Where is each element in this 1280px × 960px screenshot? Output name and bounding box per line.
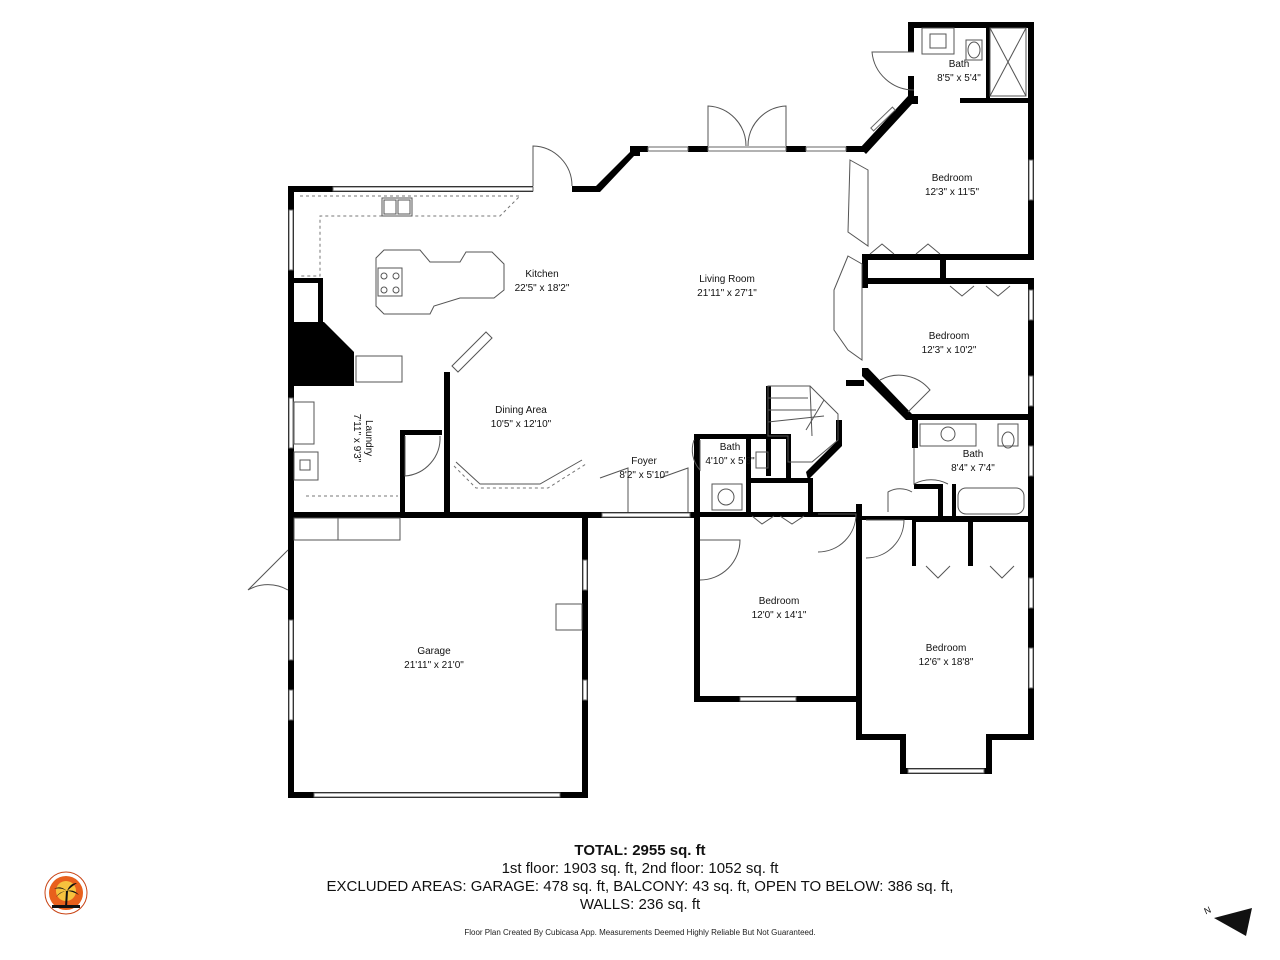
room-garage-name: Garage xyxy=(417,646,451,657)
room-living-dims: 21'11" x 27'1" xyxy=(697,288,757,299)
palm-tree-sunset-logo xyxy=(44,871,88,915)
room-bedroom-2-dims: 12'3" x 10'2" xyxy=(922,345,977,356)
room-kitchen-dims: 22'5" x 18'2" xyxy=(515,283,570,294)
windows xyxy=(288,106,1034,798)
room-bath-top-dims: 8'5" x 5'4" xyxy=(937,73,981,84)
room-bath-top-name: Bath xyxy=(949,59,970,70)
walls-area: WALLS: 236 sq. ft xyxy=(579,896,701,913)
room-labels: Kitchen 22'5" x 18'2" Living Room 21'11"… xyxy=(351,59,995,671)
excluded-areas: EXCLUDED AREAS: GARAGE: 478 sq. ft, BALC… xyxy=(326,878,954,895)
room-dining-dims: 10'5" x 12'10" xyxy=(491,419,552,430)
room-bedroom-4-name: Bedroom xyxy=(926,643,967,654)
room-bath-right-dims: 8'4" x 7'4" xyxy=(951,463,995,474)
area-summary: TOTAL: 2955 sq. ft 1st floor: 1903 sq. f… xyxy=(240,842,1040,914)
room-dining-name: Dining Area xyxy=(495,405,547,416)
room-foyer-name: Foyer xyxy=(631,456,657,467)
credit-line: Floor Plan Created By Cubicasa App. Meas… xyxy=(464,928,816,937)
fixtures xyxy=(293,27,1027,631)
walls xyxy=(288,22,1034,798)
room-bedroom-1-dims: 12'3" x 11'5" xyxy=(925,187,980,198)
room-bedroom-1-name: Bedroom xyxy=(932,173,973,184)
room-bath-small-dims: 4'10" x 5'6" xyxy=(705,456,755,467)
room-bedroom-3-name: Bedroom xyxy=(759,596,800,607)
room-laundry-name: Laundry xyxy=(363,420,374,456)
room-bedroom-2-name: Bedroom xyxy=(929,331,970,342)
room-garage-dims: 21'11" x 21'0" xyxy=(404,660,464,671)
compass-label: N xyxy=(1203,905,1213,917)
room-bath-small-name: Bath xyxy=(720,442,741,453)
room-bedroom-4-dims: 12'6" x 18'8" xyxy=(919,657,974,668)
room-bath-right-name: Bath xyxy=(963,449,984,460)
north-arrow-icon: N xyxy=(1203,905,1252,936)
room-laundry-dims: 7'11" x 9'3" xyxy=(351,414,362,463)
total-area: TOTAL: 2955 sq. ft xyxy=(574,842,706,859)
room-foyer-dims: 8'2" x 5'10" xyxy=(619,470,669,481)
floor-plan: Kitchen 22'5" x 18'2" Living Room 21'11"… xyxy=(247,22,1034,798)
room-bedroom-3-dims: 12'0" x 14'1" xyxy=(752,610,807,621)
room-living-name: Living Room xyxy=(699,274,755,285)
doors xyxy=(247,51,949,591)
room-kitchen-name: Kitchen xyxy=(525,269,558,280)
floor-areas: 1st floor: 1903 sq. ft, 2nd floor: 1052 … xyxy=(501,860,779,877)
